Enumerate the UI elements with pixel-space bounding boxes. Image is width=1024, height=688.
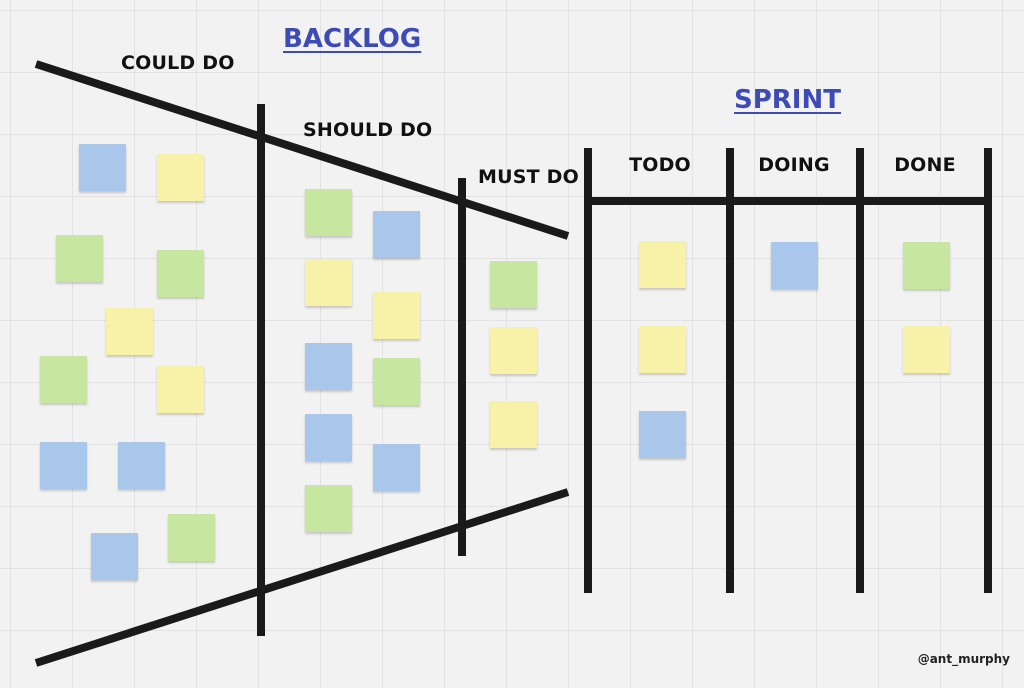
sticky-note-should-do-blue[interactable]: [305, 343, 352, 390]
sticky-note-doing-blue[interactable]: [771, 242, 818, 289]
doing-label: DOING: [758, 154, 830, 176]
sticky-note-could-do-blue[interactable]: [40, 442, 87, 489]
sticky-note-should-do-yellow[interactable]: [373, 292, 420, 339]
sticky-note-done-yellow[interactable]: [903, 326, 950, 373]
sticky-note-could-do-green[interactable]: [157, 250, 204, 297]
sticky-note-could-do-yellow[interactable]: [157, 366, 204, 413]
author-credit: @ant_murphy: [917, 652, 1010, 666]
sticky-note-should-do-green[interactable]: [305, 189, 352, 236]
funnel-top-line: [34, 60, 570, 240]
done-label: DONE: [894, 154, 956, 176]
sticky-note-must-do-yellow[interactable]: [490, 327, 537, 374]
funnel-bottom-line: [34, 488, 570, 667]
sticky-note-could-do-yellow[interactable]: [106, 308, 153, 355]
sticky-note-todo-yellow[interactable]: [639, 326, 686, 373]
sticky-note-could-do-blue[interactable]: [91, 533, 138, 580]
backlog-heading: BACKLOG: [283, 24, 422, 54]
sticky-note-should-do-green[interactable]: [373, 358, 420, 405]
sprint-heading: SPRINT: [734, 85, 841, 115]
sticky-note-should-do-yellow[interactable]: [305, 259, 352, 306]
sticky-note-todo-blue[interactable]: [639, 411, 686, 458]
sticky-note-could-do-green[interactable]: [56, 235, 103, 282]
could-do-label: COULD DO: [121, 52, 235, 74]
sticky-note-todo-yellow[interactable]: [639, 241, 686, 288]
sticky-note-done-green[interactable]: [903, 242, 950, 289]
sticky-note-should-do-blue[interactable]: [373, 211, 420, 258]
sticky-note-could-do-blue[interactable]: [79, 144, 126, 191]
must-do-label: MUST DO: [478, 166, 579, 188]
sticky-note-should-do-blue[interactable]: [373, 444, 420, 491]
sticky-note-could-do-green[interactable]: [168, 514, 215, 561]
should-do-label: SHOULD DO: [303, 119, 433, 141]
sticky-note-could-do-green[interactable]: [40, 356, 87, 403]
todo-label: TODO: [629, 154, 691, 176]
sticky-note-must-do-yellow[interactable]: [490, 401, 537, 448]
sticky-note-could-do-blue[interactable]: [118, 442, 165, 489]
sticky-note-should-do-blue[interactable]: [305, 414, 352, 461]
sticky-note-should-do-green[interactable]: [305, 485, 352, 532]
sticky-note-must-do-green[interactable]: [490, 261, 537, 308]
sticky-note-could-do-yellow[interactable]: [157, 154, 204, 201]
